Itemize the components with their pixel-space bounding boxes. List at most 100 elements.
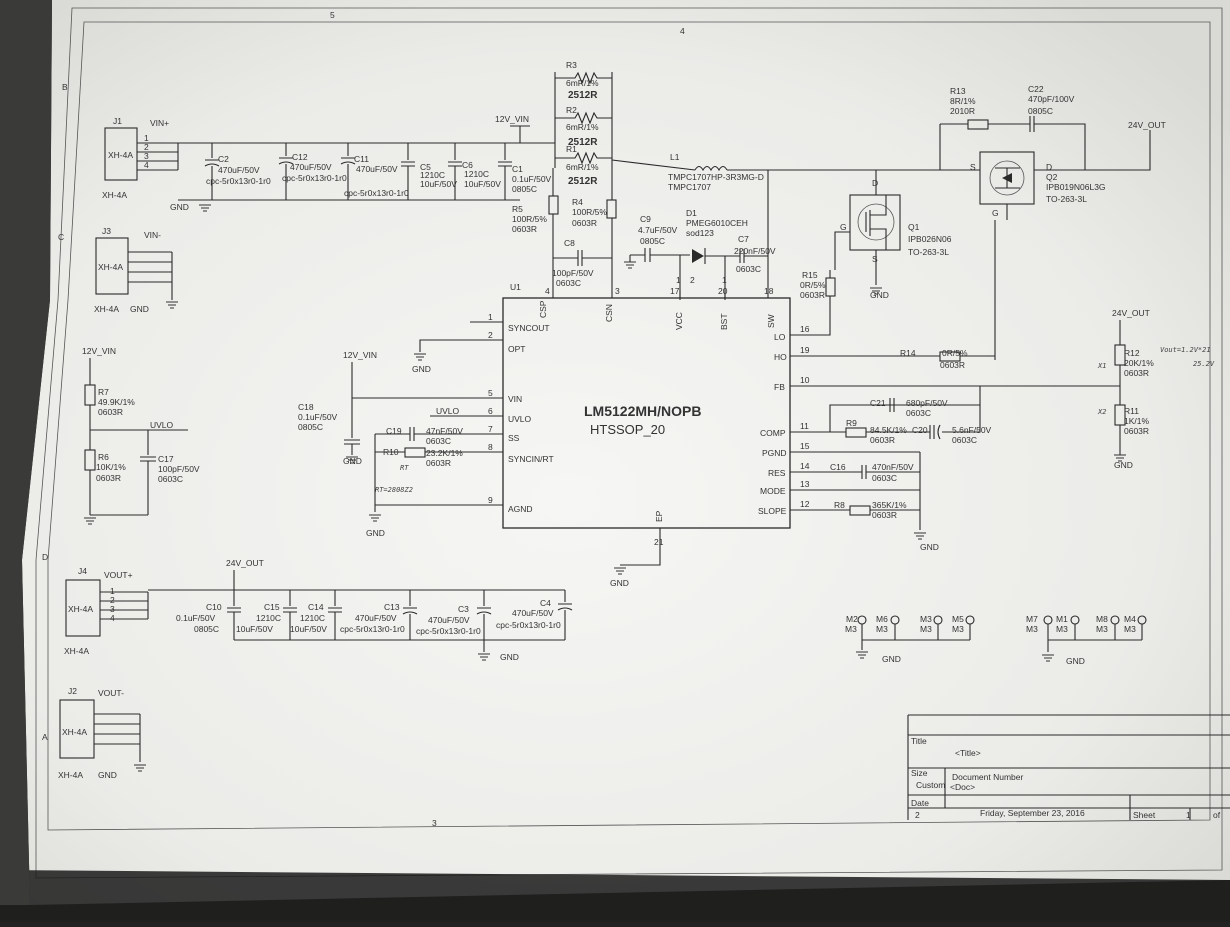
svg-text:X1: X1	[1097, 362, 1106, 370]
docnum-value: <Doc>	[950, 782, 975, 792]
svg-text:8R/1%: 8R/1%	[950, 96, 976, 106]
compensation-network: C21 680pF/50V 0603C R9 84.5K/1% 0603R C2…	[829, 385, 1120, 552]
svg-text:6mR/1%: 6mR/1%	[566, 78, 599, 88]
svg-text:R1: R1	[566, 144, 577, 154]
svg-text:6mR/1%: 6mR/1%	[566, 162, 599, 172]
svg-text:10uF/50V: 10uF/50V	[290, 624, 327, 634]
svg-text:9: 9	[488, 495, 493, 505]
svg-text:J4: J4	[78, 566, 87, 576]
opt-ground: GND	[412, 339, 470, 374]
connector-j1: J1 VIN+ XH-4A XH-4A 1 2 3 4	[102, 116, 179, 200]
date-value: Friday, September 23, 2016	[980, 808, 1085, 818]
svg-text:0603R: 0603R	[96, 473, 121, 483]
svg-text:GND: GND	[170, 202, 189, 212]
svg-text:0603R: 0603R	[572, 218, 597, 228]
title-label: Title	[911, 736, 927, 746]
svg-text:J2: J2	[68, 686, 77, 696]
svg-text:S: S	[970, 162, 976, 172]
svg-text:220nF/50V: 220nF/50V	[734, 246, 776, 256]
svg-text:0.1uF/50V: 0.1uF/50V	[512, 174, 552, 184]
svg-text:M7: M7	[1026, 614, 1038, 624]
svg-text:C12: C12	[292, 152, 308, 162]
svg-text:470uF/50V: 470uF/50V	[290, 162, 332, 172]
svg-text:D: D	[872, 178, 878, 188]
svg-text:VOUT-: VOUT-	[98, 688, 124, 698]
current-sense-resistors: R3 6mR/1% 2512R R2 6mR/1% 2512R R1 6mR/1…	[512, 60, 617, 290]
svg-text:5: 5	[488, 388, 493, 398]
svg-text:100R/5%: 100R/5%	[572, 207, 607, 217]
svg-text:0.1uF/50V: 0.1uF/50V	[176, 613, 216, 623]
svg-text:1: 1	[488, 312, 493, 322]
svg-text:M8: M8	[1096, 614, 1108, 624]
svg-text:J1: J1	[113, 116, 122, 126]
svg-text:M3: M3	[1124, 624, 1136, 634]
svg-text:1: 1	[722, 275, 727, 285]
svg-text:17: 17	[670, 286, 680, 296]
svg-text:C10: C10	[206, 602, 222, 612]
svg-text:0805C: 0805C	[194, 624, 219, 634]
svg-text:1: 1	[144, 133, 149, 143]
svg-text:1210C: 1210C	[420, 170, 445, 180]
bootstrap-circuit: C9 4.7uF/50V 0805C D1 PMEG6010CEH sod123…	[623, 170, 776, 300]
svg-text:C1: C1	[512, 164, 523, 174]
svg-text:C20: C20	[912, 425, 928, 435]
svg-text:cpc-5r0x13r0-1r0: cpc-5r0x13r0-1r0	[496, 620, 561, 630]
svg-text:UVLO: UVLO	[436, 406, 460, 416]
svg-text:Vout=1.2V*21: Vout=1.2V*21	[1160, 346, 1211, 354]
svg-text:XH-4A: XH-4A	[64, 646, 89, 656]
svg-text:10uF/50V: 10uF/50V	[236, 624, 273, 634]
svg-text:GND: GND	[500, 652, 519, 662]
mosfet-q1: G D S Q1 IPB026N06 TO-263-3L GND	[834, 170, 952, 300]
svg-text:C13: C13	[384, 602, 400, 612]
svg-text:M3: M3	[845, 624, 857, 634]
left-shadow	[0, 0, 52, 905]
svg-text:0805C: 0805C	[512, 184, 537, 194]
svg-text:2: 2	[488, 330, 493, 340]
svg-text:365K/1%: 365K/1%	[872, 500, 907, 510]
svg-text:SW: SW	[766, 314, 776, 328]
svg-text:470uF/50V: 470uF/50V	[355, 613, 397, 623]
ss-rt-network: UVLO C19 47nF/50V 0603C R10 23.2K/1% 060…	[366, 406, 470, 538]
svg-text:23.2K/1%: 23.2K/1%	[426, 448, 463, 458]
svg-text:CSP: CSP	[538, 300, 548, 318]
svg-text:D: D	[1046, 162, 1052, 172]
svg-text:2512R: 2512R	[568, 176, 598, 187]
svg-text:VIN: VIN	[508, 394, 522, 404]
svg-text:RT: RT	[400, 464, 409, 472]
svg-text:100R/5%: 100R/5%	[512, 214, 547, 224]
date-label: Date	[911, 798, 929, 808]
svg-text:10uF/50V: 10uF/50V	[464, 179, 501, 189]
mosfet-q2: S D G Q2 IPB019N06L3G TO-263-3L 24V_OUT …	[939, 84, 1166, 360]
svg-text:UVLO: UVLO	[150, 420, 174, 430]
svg-text:R6: R6	[98, 452, 109, 462]
svg-text:12V_VIN: 12V_VIN	[495, 114, 529, 124]
svg-text:XH-4A: XH-4A	[108, 150, 133, 160]
svg-text:cpc-5r0x13r0-1r0: cpc-5r0x13r0-1r0	[282, 173, 347, 183]
svg-text:TO-263-3L: TO-263-3L	[908, 247, 949, 257]
svg-text:MODE: MODE	[760, 486, 786, 496]
svg-text:0603R: 0603R	[800, 290, 825, 300]
svg-text:R10: R10	[383, 447, 399, 457]
svg-text:M3: M3	[876, 624, 888, 634]
size-label: Size	[911, 768, 928, 778]
svg-text:0603R: 0603R	[426, 458, 451, 468]
svg-text:0603R: 0603R	[940, 360, 965, 370]
svg-text:X2: X2	[1097, 408, 1106, 416]
border-col-5: 5	[330, 10, 335, 20]
svg-text:C3: C3	[458, 604, 469, 614]
svg-text:6mR/1%: 6mR/1%	[566, 122, 599, 132]
svg-text:R9: R9	[846, 418, 857, 428]
svg-text:CSN: CSN	[604, 304, 614, 322]
bottom-shadow	[0, 870, 1230, 922]
svg-text:GND: GND	[366, 528, 385, 538]
svg-text:COMP: COMP	[760, 428, 786, 438]
svg-text:cpc-5r0x13r0-1r0: cpc-5r0x13r0-1r0	[206, 176, 271, 186]
svg-text:12V_VIN: 12V_VIN	[82, 346, 116, 356]
connector-j3: J3 VIN- XH-4A XH-4A GND	[94, 226, 179, 314]
svg-text:19: 19	[800, 345, 810, 355]
ic-part-number: LM5122MH/NOPB	[584, 403, 701, 419]
svg-text:M3: M3	[1056, 624, 1068, 634]
svg-text:S: S	[872, 254, 878, 264]
